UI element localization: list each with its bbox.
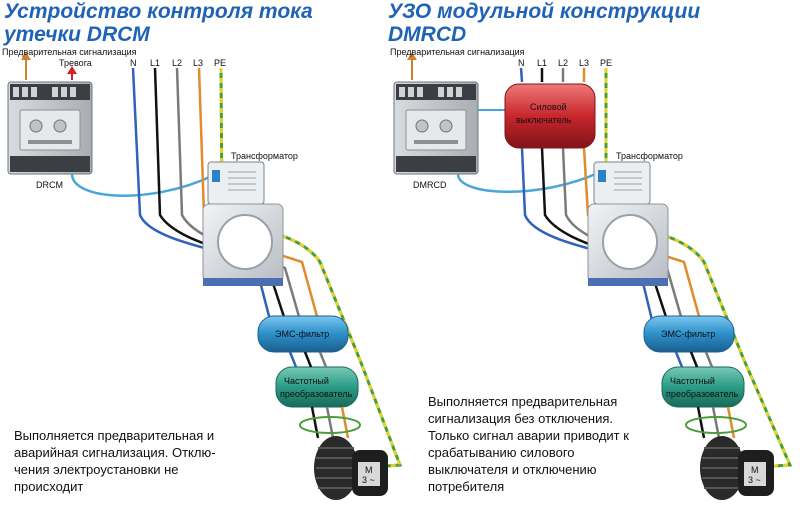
right-converter — [661, 366, 745, 408]
left-prealarm-arrowhead — [21, 52, 31, 60]
left-alarm-label: Тревога — [59, 58, 92, 68]
right-emc-filter — [643, 315, 735, 353]
left-lower-sensor-ring — [299, 416, 361, 434]
left-conductor-l2: L2 — [172, 58, 183, 68]
left-conductor-pe: PE — [214, 58, 227, 68]
right-prealarm-arrowhead — [407, 52, 417, 60]
right-description-line-4: срабатыванию силового — [428, 445, 575, 460]
right-description-line-2: сигнализация без отключения. — [428, 411, 614, 426]
left-motor-line-2: 3 ~ — [362, 475, 375, 485]
left-emc-label: ЭМС-фильтр — [275, 329, 329, 339]
right-transformer-ring — [587, 203, 669, 286]
right-conductor-l3: L3 — [579, 58, 590, 68]
right-description-line-1: Выполняется предварительная — [428, 394, 618, 409]
right-title-line-1: УЗО модульной конструкции — [388, 0, 701, 23]
left-conductor-l1: L1 — [150, 58, 161, 68]
right-prealarm-label: Предварительная сигнализация — [390, 47, 525, 57]
right-signal-cable — [456, 170, 601, 193]
right-device-label: DMRCD — [413, 180, 447, 190]
left-transformer-label: Трансформатор — [231, 151, 298, 161]
right-dmrcd-device — [393, 81, 479, 175]
left-description-line-2: аварийная сигнализация. Отклю- — [14, 445, 216, 460]
right-description-line-5: выключателя и отключению — [428, 462, 597, 477]
left-transformer-head — [207, 161, 265, 205]
left-panel — [7, 52, 403, 500]
right-panel — [393, 52, 793, 500]
left-conductor-n: N — [130, 58, 137, 68]
right-converter-line-1: Частотный — [670, 376, 715, 386]
right-converter-line-2: преобразователь — [666, 389, 738, 399]
right-title: УЗО модульной конструкции DMRCD — [388, 0, 718, 46]
right-breaker-line-2: выключатель — [516, 115, 572, 125]
right-title-line-2: DMRCD — [388, 23, 467, 46]
right-description-line-3: Только сигнал аварии приводит к — [428, 428, 629, 443]
left-motor-line-1: M — [365, 465, 373, 475]
right-breaker-line-1: Силовой — [530, 102, 567, 112]
right-conductor-l1: L1 — [537, 58, 548, 68]
left-transformer-ring — [202, 203, 284, 286]
left-conductor-l3: L3 — [193, 58, 204, 68]
left-description-line-4: происходит — [14, 479, 84, 494]
right-motor — [700, 436, 774, 500]
left-prealarm-label: Предварительная сигнализация — [2, 47, 137, 57]
right-motor-line-2: 3 ~ — [748, 475, 761, 485]
left-motor — [314, 436, 388, 500]
left-emc-filter — [257, 315, 349, 353]
right-description: Выполняется предварительная сигнализация… — [428, 393, 668, 495]
left-converter-line-2: преобразователь — [280, 389, 352, 399]
left-device-label: DRCM — [36, 180, 63, 190]
right-transformer-head — [593, 161, 651, 205]
left-description: Выполняется предварительная и аварийная … — [14, 427, 264, 495]
right-transformer-label: Трансформатор — [616, 151, 683, 161]
left-converter-line-1: Частотный — [284, 376, 329, 386]
right-motor-line-1: M — [751, 465, 759, 475]
left-drcm-device — [7, 81, 93, 175]
right-lower-sensor-ring — [685, 416, 747, 434]
right-conductor-l2: L2 — [558, 58, 569, 68]
left-description-line-3: чения электроустановки не — [14, 462, 179, 477]
right-conductor-pe: PE — [600, 58, 613, 68]
left-title: Устройство контроля тока утечки DRCM — [4, 0, 334, 46]
left-description-line-1: Выполняется предварительная и — [14, 428, 215, 443]
left-title-line-2: утечки DRCM — [4, 23, 150, 46]
right-description-line-6: потребителя — [428, 479, 505, 494]
left-alarm-arrowhead — [67, 66, 77, 74]
right-power-breaker — [504, 83, 596, 149]
left-converter — [275, 366, 359, 408]
left-title-line-1: Устройство контроля тока — [4, 0, 313, 23]
left-signal-cable — [70, 173, 213, 197]
right-emc-label: ЭМС-фильтр — [661, 329, 715, 339]
right-conductor-n: N — [518, 58, 525, 68]
